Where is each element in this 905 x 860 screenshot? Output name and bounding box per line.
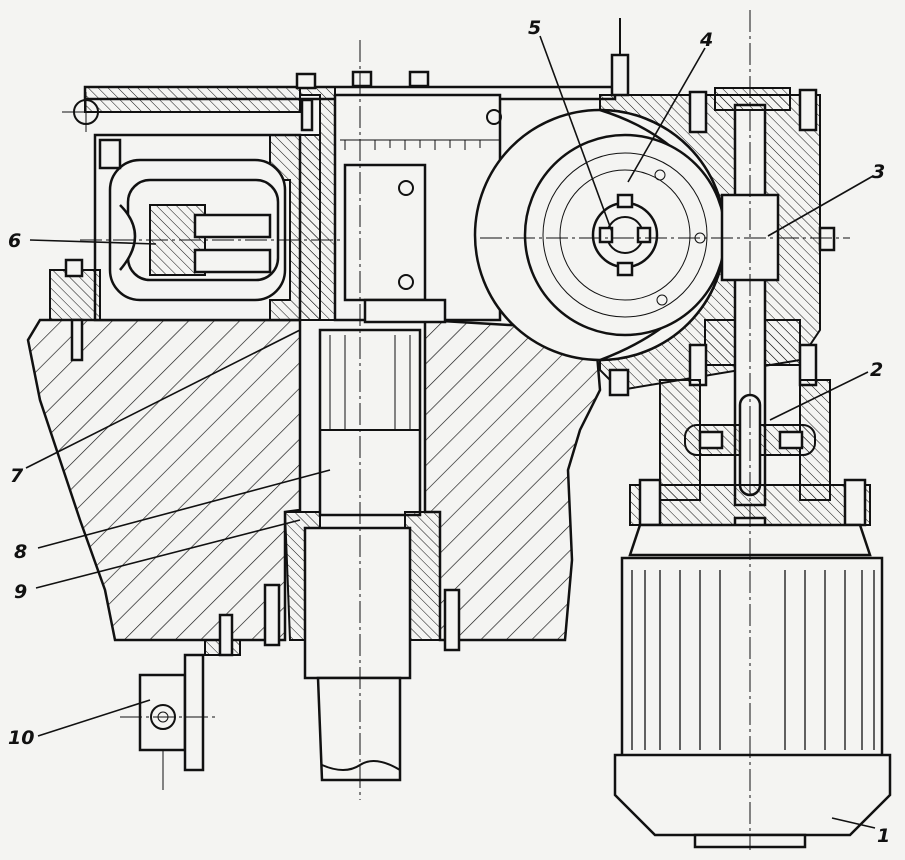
top-bearing <box>714 87 791 111</box>
label-2: 2 <box>870 359 883 381</box>
label-1: 1 <box>877 825 890 847</box>
label-4: 4 <box>699 29 713 51</box>
label-3: 3 <box>872 161 885 183</box>
spindle-lower <box>303 526 412 680</box>
label-7: 7 <box>10 465 24 487</box>
motor-fins <box>631 570 875 750</box>
left-bracket <box>49 269 101 321</box>
spindle-shaft <box>316 676 402 782</box>
label-5: 5 <box>528 17 541 39</box>
cover-bolts <box>295 70 430 132</box>
label-8: 8 <box>14 541 27 563</box>
motor-body <box>620 556 884 762</box>
housing-left-section <box>26 318 302 642</box>
label-6: 6 <box>8 230 21 252</box>
left-cover-hatch <box>84 86 301 113</box>
spindle-upper <box>318 328 422 517</box>
label-9: 9 <box>14 581 27 603</box>
label-10: 10 <box>8 727 34 749</box>
motor-end-cap <box>613 753 892 837</box>
